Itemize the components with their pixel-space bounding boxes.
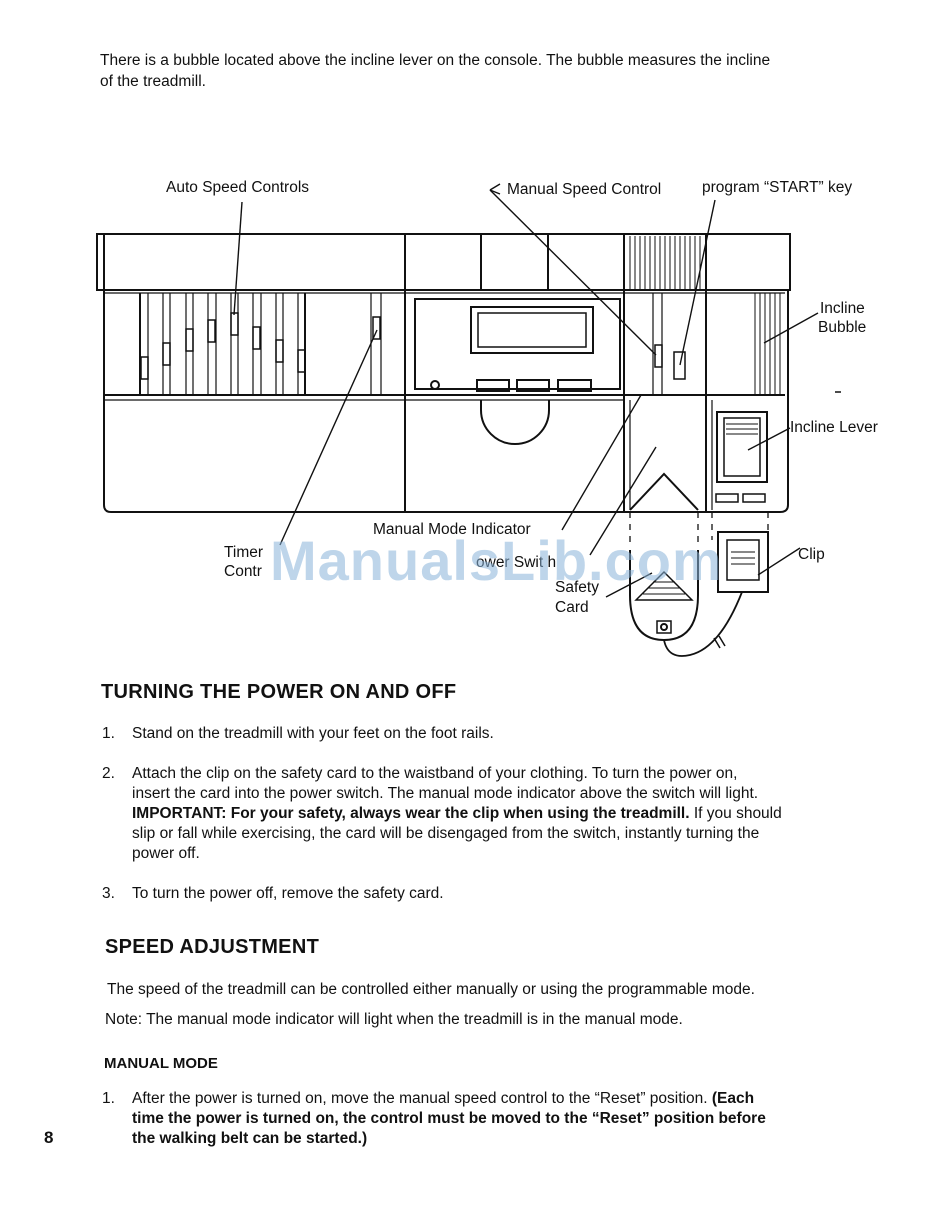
label-incline-bubble-line2: Bubble — [818, 319, 867, 336]
step-text: To turn the power off, remove the safety… — [132, 885, 444, 902]
section-heading-power: TURNING THE POWER ON AND OFF — [101, 681, 457, 703]
step-bold-text: (Each — [711, 1090, 755, 1107]
step-line: time the power is turned on, the control… — [132, 1110, 766, 1127]
manual-mode-step-1: 1. After the power is turned on, move th… — [102, 1089, 892, 1151]
speed-note: Note: The manual mode indicator will lig… — [105, 1011, 683, 1028]
label-timer-control-line2: Contr — [224, 563, 262, 580]
step-line: power off. — [132, 845, 200, 862]
subheading-manual-mode: MANUAL MODE — [104, 1055, 218, 1072]
label-power-switch: ower Swit h — [476, 554, 557, 571]
step-line: slip or fall while exercising, the card … — [132, 825, 760, 842]
step-line-text: After the power is turned on, move the m… — [132, 1090, 712, 1107]
label-manual-mode-indicator: Manual Mode Indicator — [373, 521, 531, 538]
step-line: IMPORTANT: For your safety, always wear … — [132, 804, 892, 824]
speed-paragraph-1: The speed of the treadmill can be contro… — [107, 981, 755, 998]
intro-line-1: There is a bubble located above the incl… — [100, 52, 771, 69]
label-timer-control-line1: Timer — [224, 544, 264, 561]
step-line: the walking belt can be started.) — [132, 1130, 368, 1147]
step-number: 1. — [102, 725, 115, 742]
intro-line-2: of the treadmill. — [100, 73, 206, 90]
important-notice: IMPORTANT: For your safety, always wear … — [132, 805, 690, 822]
label-program-start-key: program “START” key — [702, 179, 853, 196]
step-line: Attach the clip on the safety card to th… — [132, 765, 738, 782]
power-step-3: 3. To turn the power off, remove the saf… — [102, 884, 892, 904]
step-number: 2. — [102, 765, 115, 782]
label-manual-speed-control: Manual Speed Control — [507, 181, 662, 198]
label-auto-speed-controls: Auto Speed Controls — [166, 179, 310, 196]
step-line: After the power is turned on, move the m… — [132, 1089, 892, 1109]
step-line: insert the card into the power switch. T… — [132, 785, 759, 802]
step-number: 1. — [102, 1090, 115, 1107]
step-line-rest: If you should — [689, 805, 782, 822]
power-step-1: 1. Stand on the treadmill with your feet… — [102, 724, 892, 744]
label-incline-bubble-line1: Incline — [820, 300, 865, 317]
step-number: 3. — [102, 885, 115, 902]
step-text: Stand on the treadmill with your feet on… — [132, 725, 494, 742]
section-heading-speed: SPEED ADJUSTMENT — [105, 936, 320, 958]
step-text: Attach the clip on the safety card to th… — [132, 764, 892, 864]
page-number: 8 — [44, 1128, 54, 1147]
label-incline-lever: Incline Lever — [790, 419, 878, 436]
label-safety-card-line2: Card — [555, 599, 589, 616]
label-clip: Clip — [798, 546, 825, 563]
power-step-2: 2. Attach the clip on the safety card to… — [102, 764, 892, 864]
step-text: After the power is turned on, move the m… — [132, 1089, 892, 1149]
label-safety-card-line1: Safety — [555, 579, 599, 596]
watermark: ManualsLib.com — [270, 529, 723, 592]
